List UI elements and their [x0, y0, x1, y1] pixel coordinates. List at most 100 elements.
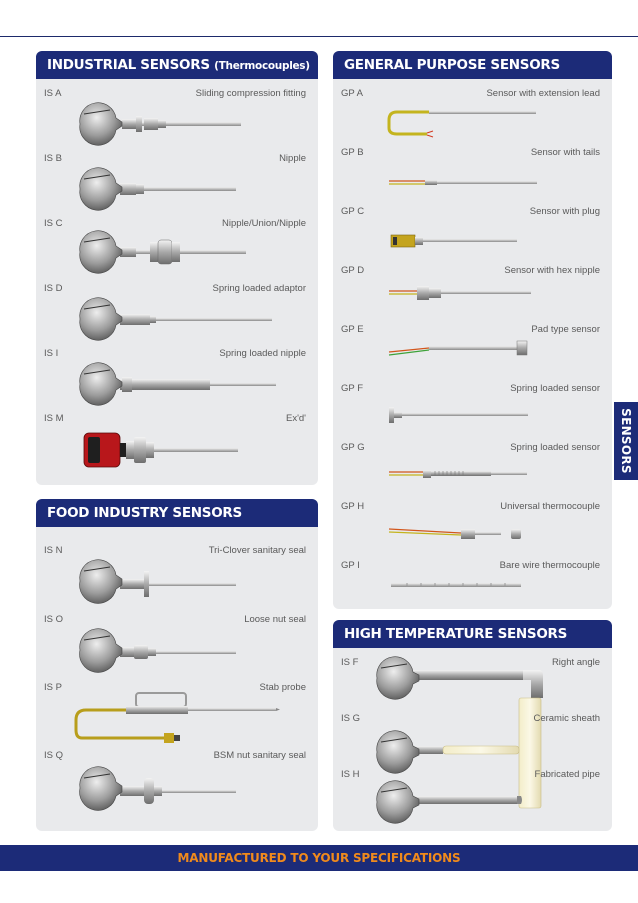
top-rule: [0, 36, 638, 37]
product-description: Tri-Clover sanitary seal: [208, 545, 306, 556]
sensor-illustration: [79, 362, 276, 406]
product-code: IS G: [341, 713, 361, 724]
high-temperature-panel: HIGH TEMPERATURE SENSORS IS F Right angl…: [333, 620, 612, 831]
sensor-illustration: [79, 628, 236, 673]
product-code: GP C: [341, 206, 365, 217]
product-description: Ceramic sheath: [533, 713, 600, 724]
general-purpose-panel: GENERAL PURPOSE SENSORS GP A Sensor with…: [333, 51, 612, 609]
product-description: Spring loaded sensor: [510, 383, 600, 394]
product-code: GP E: [341, 324, 364, 335]
product-row[interactable]: IS N Tri-Clover sanitary seal: [36, 545, 318, 613]
product-code: IS F: [341, 657, 359, 668]
panel-header: INDUSTRIAL SENSORS (Thermocouples): [36, 51, 318, 79]
product-description: Pad type sensor: [531, 324, 600, 335]
panel-subtitle: (Thermocouples): [214, 60, 310, 72]
product-row[interactable]: IS M Ex'd': [36, 413, 318, 481]
panel-title: GENERAL PURPOSE SENSORS: [344, 57, 560, 73]
sensor-illustration: [391, 583, 521, 587]
product-description: Nipple: [279, 153, 306, 164]
product-code: GP B: [341, 147, 364, 158]
product-code: IS C: [44, 218, 63, 229]
footer-text: MANUFACTURED TO YOUR SPECIFICATIONS: [177, 851, 461, 865]
product-row[interactable]: IS Q BSM nut sanitary seal: [36, 750, 318, 828]
panel-title: HIGH TEMPERATURE SENSORS: [344, 626, 568, 642]
product-code: IS D: [44, 283, 63, 294]
product-description: Stab probe: [259, 682, 306, 693]
product-row[interactable]: GP B Sensor with tails: [333, 147, 612, 205]
sensor-illustration: [388, 340, 528, 356]
product-description: Sensor with extension lead: [486, 88, 600, 99]
product-code: IS A: [44, 88, 62, 99]
panel-header: HIGH TEMPERATURE SENSORS: [333, 620, 612, 648]
product-code: GP I: [341, 560, 360, 571]
product-code: IS H: [341, 769, 360, 780]
panel-title: INDUSTRIAL SENSORS: [47, 57, 210, 73]
product-code: GP D: [341, 265, 365, 276]
sensor-illustration: [389, 407, 528, 423]
product-row[interactable]: GP D Sensor with hex nipple: [333, 265, 612, 323]
product-row[interactable]: IS G Ceramic sheath: [333, 713, 612, 769]
product-description: Sensor with hex nipple: [504, 265, 600, 276]
sensor-illustration: [79, 102, 241, 146]
product-code: IS P: [44, 682, 62, 693]
product-description: Bare wire thermocouple: [499, 560, 600, 571]
product-description: Right angle: [551, 657, 600, 668]
product-code: GP A: [341, 88, 364, 99]
product-description: Ex'd': [286, 413, 306, 424]
product-row[interactable]: IS D Spring loaded adaptor: [36, 283, 318, 347]
product-description: Loose nut seal: [244, 614, 306, 625]
sensor-illustration: [387, 110, 536, 138]
product-code: IS B: [44, 153, 62, 164]
product-code: IS N: [44, 545, 63, 556]
product-row[interactable]: IS O Loose nut seal: [36, 614, 318, 682]
product-row[interactable]: GP H Universal thermocouple: [333, 501, 612, 559]
side-tab-label: SENSORS: [619, 408, 633, 474]
sensor-illustration: [83, 432, 238, 468]
product-description: Spring loaded adaptor: [212, 283, 307, 294]
product-row[interactable]: IS H Fabricated pipe: [333, 769, 612, 825]
product-code: IS Q: [44, 750, 64, 761]
sensor-illustration: [79, 766, 236, 811]
product-row[interactable]: IS C Nipple/Union/Nipple: [36, 218, 318, 282]
sensor-illustration: [74, 692, 280, 743]
sensor-illustration: [389, 180, 537, 185]
product-row[interactable]: IS P Stab probe: [36, 682, 318, 750]
footer-banner: MANUFACTURED TO YOUR SPECIFICATIONS: [0, 845, 638, 871]
product-row[interactable]: IS B Nipple: [36, 153, 318, 217]
product-description: Nipple/Union/Nipple: [222, 218, 306, 229]
product-code: IS M: [44, 413, 64, 424]
sensor-illustration: [390, 234, 517, 248]
product-code: GP F: [341, 383, 363, 394]
product-code: IS I: [44, 348, 59, 359]
high-temperature-illustrations: [376, 656, 543, 824]
sensors-side-tab[interactable]: SENSORS: [614, 402, 638, 480]
product-row[interactable]: IS I Spring loaded nipple: [36, 348, 318, 412]
product-row[interactable]: GP A Sensor with extension lead: [333, 88, 612, 146]
product-description: Sensor with plug: [529, 206, 600, 217]
product-row[interactable]: GP C Sensor with plug: [333, 206, 612, 264]
sensor-illustration: [79, 559, 236, 604]
product-description: Sliding compression fitting: [195, 88, 306, 99]
product-row[interactable]: GP F Spring loaded sensor: [333, 383, 612, 441]
product-row[interactable]: IS F Right angle: [333, 657, 612, 713]
product-description: BSM nut sanitary seal: [213, 750, 306, 761]
product-row[interactable]: GP G Spring loaded sensor: [333, 442, 612, 500]
panel-header: GENERAL PURPOSE SENSORS: [333, 51, 612, 79]
product-row[interactable]: GP E Pad type sensor: [333, 324, 612, 382]
product-code: IS O: [44, 614, 64, 625]
product-description: Spring loaded nipple: [219, 348, 306, 359]
product-description: Sensor with tails: [530, 147, 600, 158]
sensor-illustration: [388, 528, 521, 539]
product-description: Fabricated pipe: [534, 769, 600, 780]
product-row[interactable]: GP I Bare wire thermocouple: [333, 560, 612, 608]
food-industry-panel: FOOD INDUSTRY SENSORS IS N Tri-Clover sa…: [36, 499, 318, 831]
sensor-illustration: [389, 286, 531, 300]
panel-title: FOOD INDUSTRY SENSORS: [47, 505, 242, 521]
panel-header: FOOD INDUSTRY SENSORS: [36, 499, 318, 527]
sensor-illustration: [79, 167, 236, 211]
sensor-illustration: [389, 470, 527, 478]
product-code: GP H: [341, 501, 365, 512]
product-row[interactable]: IS A Sliding compression fitting: [36, 88, 318, 152]
product-description: Universal thermocouple: [500, 501, 600, 512]
sensor-illustration: [79, 297, 272, 341]
